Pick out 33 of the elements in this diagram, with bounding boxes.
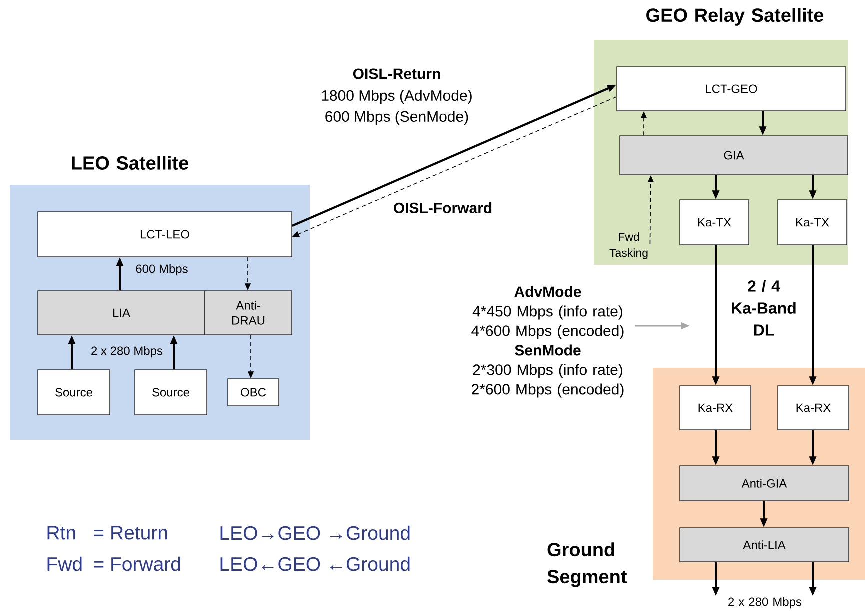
panel-heading: LEO Satellite: [72, 156, 188, 170]
rate-text: 1800 Mbps (AdvMode): [322, 90, 472, 104]
link-label: 2 / 4 Ka-Band DL: [732, 280, 796, 336]
process-box: LCT-GEO: [616, 66, 846, 112]
legend-text: = Forward: [94, 556, 180, 572]
edge-label: OISL-Forward: [394, 202, 492, 214]
panel-heading: Ground Segment: [548, 542, 627, 588]
edge-label: 2 x 280 Mbps: [92, 346, 163, 358]
process-box: Anti-GIA: [680, 466, 850, 502]
process-box: Source: [38, 370, 110, 416]
note-text: Fwd Tasking: [610, 232, 648, 260]
process-box: Anti-LIA: [680, 528, 850, 562]
legend-text: LEO←GEO ←Ground: [220, 556, 410, 572]
process-box: Ka-RX: [778, 386, 850, 430]
process-box: Source: [134, 370, 208, 416]
process-box: Anti-DRAU: [204, 290, 292, 336]
legend-text: = Return: [94, 526, 168, 540]
edge-label: 600 Mbps: [136, 264, 188, 276]
legend-text: LEO→GEO →Ground: [220, 526, 410, 540]
process-box: GIA: [620, 136, 848, 176]
process-box: LCT-LEO: [38, 212, 292, 258]
process-box: LIA: [38, 290, 206, 336]
rate-text: 600 Mbps (SenMode): [326, 111, 468, 125]
process-box: Ka-TX: [680, 200, 750, 246]
legend-text: Rtn: [48, 526, 76, 540]
process-box: Ka-RX: [680, 386, 752, 430]
legend-text: Fwd: [48, 556, 82, 572]
note-text: 2 x 280 Mbps: [728, 597, 802, 609]
link-title: OISL-Return: [353, 68, 440, 80]
mode-rates-text: AdvMode 4*450 Mbps (info rate) 4*600 Mbps (encoded) SenMode 2*300 Mbps (info rate) 2*600 Mbps (encoded): [472, 286, 624, 398]
panel-heading: GEO Relay Satellite: [646, 8, 824, 26]
process-box: Ka-TX: [778, 200, 848, 246]
process-box: OBC: [228, 378, 280, 406]
